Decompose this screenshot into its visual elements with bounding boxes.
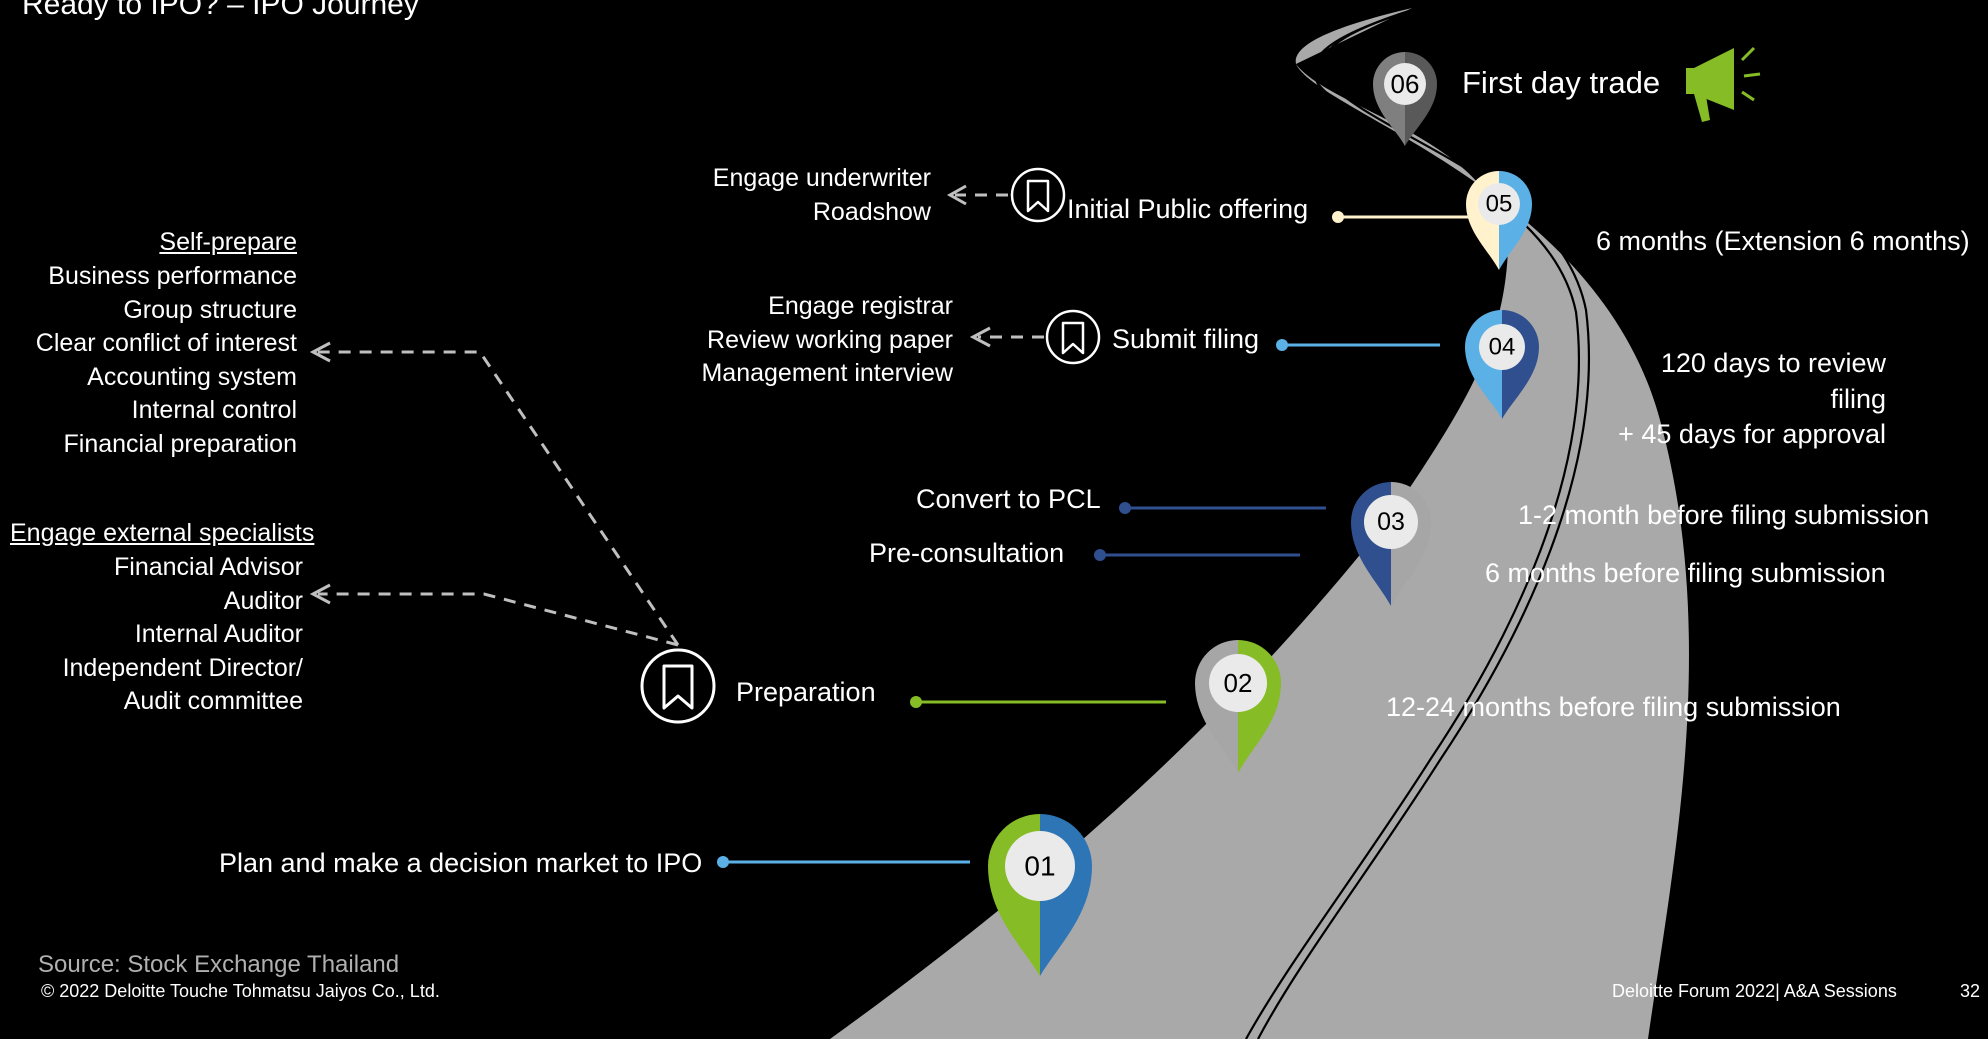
list-item: Engage underwriter bbox=[712, 164, 931, 192]
source-note: Source: Stock Exchange Thailand bbox=[38, 951, 400, 978]
self-prepare-heading: Self-prepare bbox=[159, 228, 297, 256]
connector-dot-04 bbox=[1276, 339, 1288, 351]
registrar-list: Engage registrar Review working paper Ma… bbox=[701, 290, 953, 391]
bookmark-icon bbox=[640, 648, 716, 724]
list-item: Internal control bbox=[131, 396, 297, 424]
timeline-04: 120 days to review filing + 45 days for … bbox=[1618, 346, 1886, 453]
page-number: 32 bbox=[1960, 981, 1981, 1001]
road-line bbox=[1245, 10, 1580, 1039]
pin-05-number: 05 bbox=[1486, 191, 1513, 218]
connector-dot-05 bbox=[1332, 211, 1344, 223]
road bbox=[830, 8, 1689, 1039]
arrow-heads bbox=[309, 184, 991, 605]
list-item: Independent Director/ bbox=[62, 653, 303, 682]
external-heading: Engage external specialists bbox=[10, 519, 315, 547]
list-item: Auditor bbox=[223, 586, 303, 615]
list-item: Management interview bbox=[701, 359, 953, 387]
list-item: Audit committee bbox=[123, 687, 303, 715]
list-item: Internal Auditor bbox=[134, 620, 303, 648]
connector-dot-03b bbox=[1094, 549, 1106, 561]
location-pin-03: 03 bbox=[1351, 482, 1431, 606]
milestone-03-label-b: Pre-consultation bbox=[869, 538, 1065, 568]
milestone-02-label: Preparation bbox=[736, 677, 876, 707]
milestone-01-label: Plan and make a decision market to IPO bbox=[219, 848, 703, 878]
underwriter-list: Engage underwriter Roadshow bbox=[713, 162, 931, 229]
milestone-04-label: Submit filing bbox=[1112, 324, 1260, 354]
slide-title: Ready to IPO? – IPO Journey bbox=[22, 0, 419, 21]
list-item: Financial preparation bbox=[63, 429, 297, 458]
pin-04-number: 04 bbox=[1489, 334, 1516, 361]
location-pin-05: 05 bbox=[1466, 171, 1532, 270]
list-item: Group structure bbox=[123, 295, 297, 324]
dashed-arrows bbox=[318, 193, 1044, 647]
list-item: Roadshow bbox=[812, 197, 931, 226]
milestone-03-label-a: Convert to PCL bbox=[916, 484, 1101, 514]
location-pin-04: 04 bbox=[1465, 310, 1539, 419]
location-pin-01: 01 bbox=[988, 814, 1092, 976]
timeline-04-line: 120 days to review bbox=[1660, 348, 1886, 378]
event-name: Deloitte Forum 2022| A&A Sessions bbox=[1612, 981, 1897, 1001]
list-item: Engage registrar bbox=[768, 292, 953, 320]
connector-dot-01 bbox=[717, 856, 729, 868]
milestone-05-label: Initial Public offering bbox=[1067, 194, 1309, 224]
list-item: Review working paper bbox=[707, 325, 953, 354]
list-item: Clear conflict of interest bbox=[35, 329, 297, 357]
pin-06-number: 06 bbox=[1391, 69, 1420, 99]
list-item: Accounting system bbox=[87, 362, 297, 391]
external-list: Financial Advisor Auditor Internal Audit… bbox=[63, 551, 303, 719]
timeline-03a: 1-2 month before filing submission bbox=[1518, 500, 1930, 530]
bookmark-icon bbox=[1010, 167, 1066, 223]
timeline-03b: 6 months before filing submission bbox=[1485, 558, 1886, 588]
bookmark-icon bbox=[1045, 309, 1101, 365]
copyright: © 2022 Deloitte Touche Tohmatsu Jaiyos C… bbox=[41, 981, 440, 1001]
pin-03-number: 03 bbox=[1377, 508, 1405, 536]
connector-dot-02 bbox=[910, 696, 922, 708]
connector-dot-03a bbox=[1119, 502, 1131, 514]
list-item: Financial Advisor bbox=[114, 553, 303, 581]
location-pin-06: 06 bbox=[1373, 52, 1437, 146]
road-line bbox=[1257, 8, 1590, 1039]
milestone-06-label: First day trade bbox=[1462, 65, 1661, 100]
location-pin-02: 02 bbox=[1195, 640, 1281, 773]
timeline-04-line: + 45 days for approval bbox=[1618, 419, 1886, 449]
timeline-02: 12-24 months before filing submission bbox=[1386, 692, 1841, 722]
megaphone-icon bbox=[1686, 46, 1761, 122]
timeline-04-line: filing bbox=[1830, 383, 1886, 414]
timeline-05: 6 months (Extension 6 months) bbox=[1596, 226, 1970, 256]
pin-02-number: 02 bbox=[1224, 668, 1253, 698]
list-item: Business performance bbox=[48, 262, 297, 290]
self-prepare-list: Business performance Group structure Cle… bbox=[36, 260, 297, 461]
pin-01-number: 01 bbox=[1024, 851, 1055, 882]
